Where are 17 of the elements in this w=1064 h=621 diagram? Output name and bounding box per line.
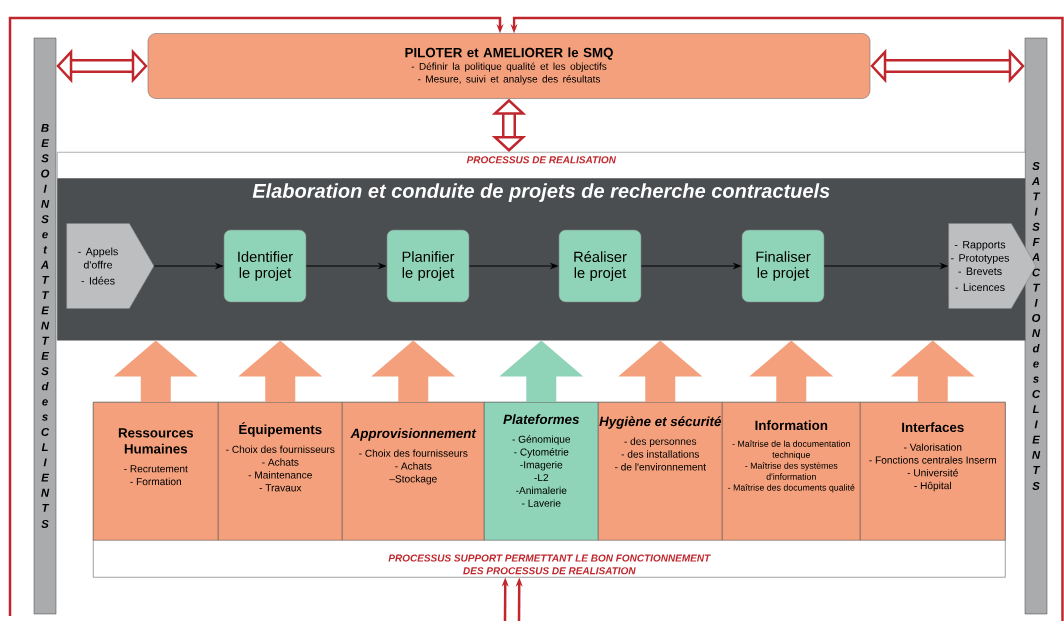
step-box: Réaliser le projet xyxy=(558,229,642,303)
step-box: Finaliser le projet xyxy=(741,229,825,303)
support-box: Approvisionnement - Choix des fournisseurs - Achats –Stockage xyxy=(342,402,485,541)
support-box: Hygiène et sécurité - des personnes - des installations - de l'environnement xyxy=(598,402,723,541)
support-box: Ressources Humaines - Recrutement - Formation xyxy=(93,402,219,541)
feedback-arrow xyxy=(8,16,504,616)
support-box: Interfaces - Valorisation - Fonctions centrales Inserm - Université - Hôpital xyxy=(860,402,1006,541)
support-box: Plateformes - Génomique - Cytométrie -Imagerie -L2 -Animalerie - Laverie xyxy=(484,402,599,541)
double-arrow xyxy=(56,48,148,84)
support-box: Équipements - Choix des fournisseurs - Achats - Maintenance - Travaux xyxy=(218,402,343,541)
side-bar: BESOINS et ATTENTES des CLIENTS xyxy=(33,37,57,615)
process-box: PILOTER et AMELIORER le SMQ - Définir la politique qualité et les objectifs - Mesure, suivi et analyse des résultats xyxy=(147,33,871,99)
double-arrow xyxy=(870,48,1025,84)
side-bar: SATISFACTION des CLIENTS xyxy=(1024,37,1048,615)
step-box: Planifier le projet xyxy=(386,229,470,303)
support-box: Information - Maîtrise de la documentation technique - Maîtrise des systèmes d'information - Maîtrise des documents qualité xyxy=(722,402,861,541)
step-box: Identifier le projet xyxy=(223,229,307,303)
